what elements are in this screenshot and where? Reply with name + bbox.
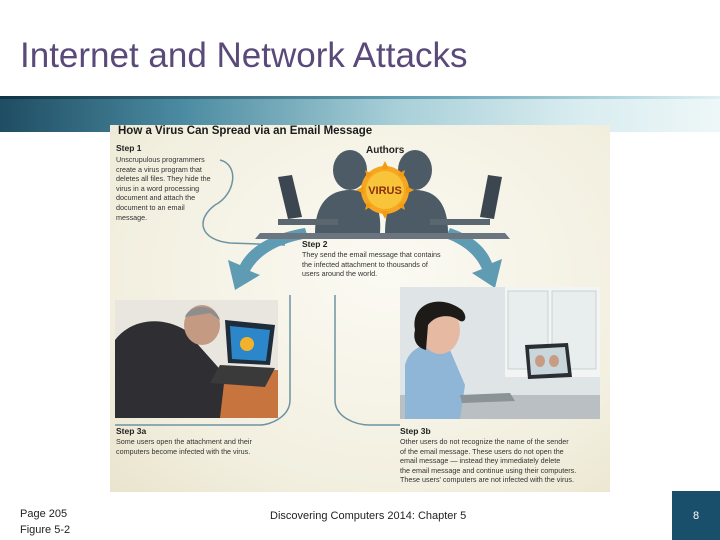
step2-heading: Step 2 <box>302 239 328 249</box>
step1-text: Unscrupulous programmers create a virus … <box>116 155 211 222</box>
step2-text: They send the email message that contain… <box>302 250 441 279</box>
page-reference: Page 205 Figure 5-2 <box>20 508 71 536</box>
infected-user-photo <box>115 300 278 418</box>
page-number-box: 8 <box>672 491 720 540</box>
step1-heading: Step 1 <box>116 143 142 153</box>
header-band-line <box>0 96 720 99</box>
left-arrow <box>228 228 308 290</box>
unaffected-user-photo <box>400 287 600 419</box>
step1-connector <box>202 159 286 246</box>
footer-caption: Discovering Computers 2014: Chapter 5 <box>270 510 467 522</box>
step3b-text: Other users do not recognize the name of… <box>400 437 577 485</box>
step3b-heading: Step 3b <box>400 426 431 436</box>
step3a-text: Some users open the attachment and their… <box>116 437 252 456</box>
right-arrow <box>445 228 502 288</box>
slide-title: Internet and Network Attacks <box>20 36 468 75</box>
step3a-connector <box>115 295 291 426</box>
authors-label: Authors <box>366 145 405 156</box>
virus-icon <box>356 161 414 219</box>
virus-spread-figure: VIRUS How a Virus Can Spread via an Emai… <box>110 125 610 492</box>
page-number: 8 <box>692 510 700 522</box>
step3a-heading: Step 3a <box>116 426 147 436</box>
virus-label: VIRUS <box>368 185 402 197</box>
figure-title: How a Virus Can Spread via an Email Mess… <box>118 125 373 137</box>
figure-illustration: VIRUS <box>115 150 600 426</box>
step3b-connector <box>334 295 400 426</box>
